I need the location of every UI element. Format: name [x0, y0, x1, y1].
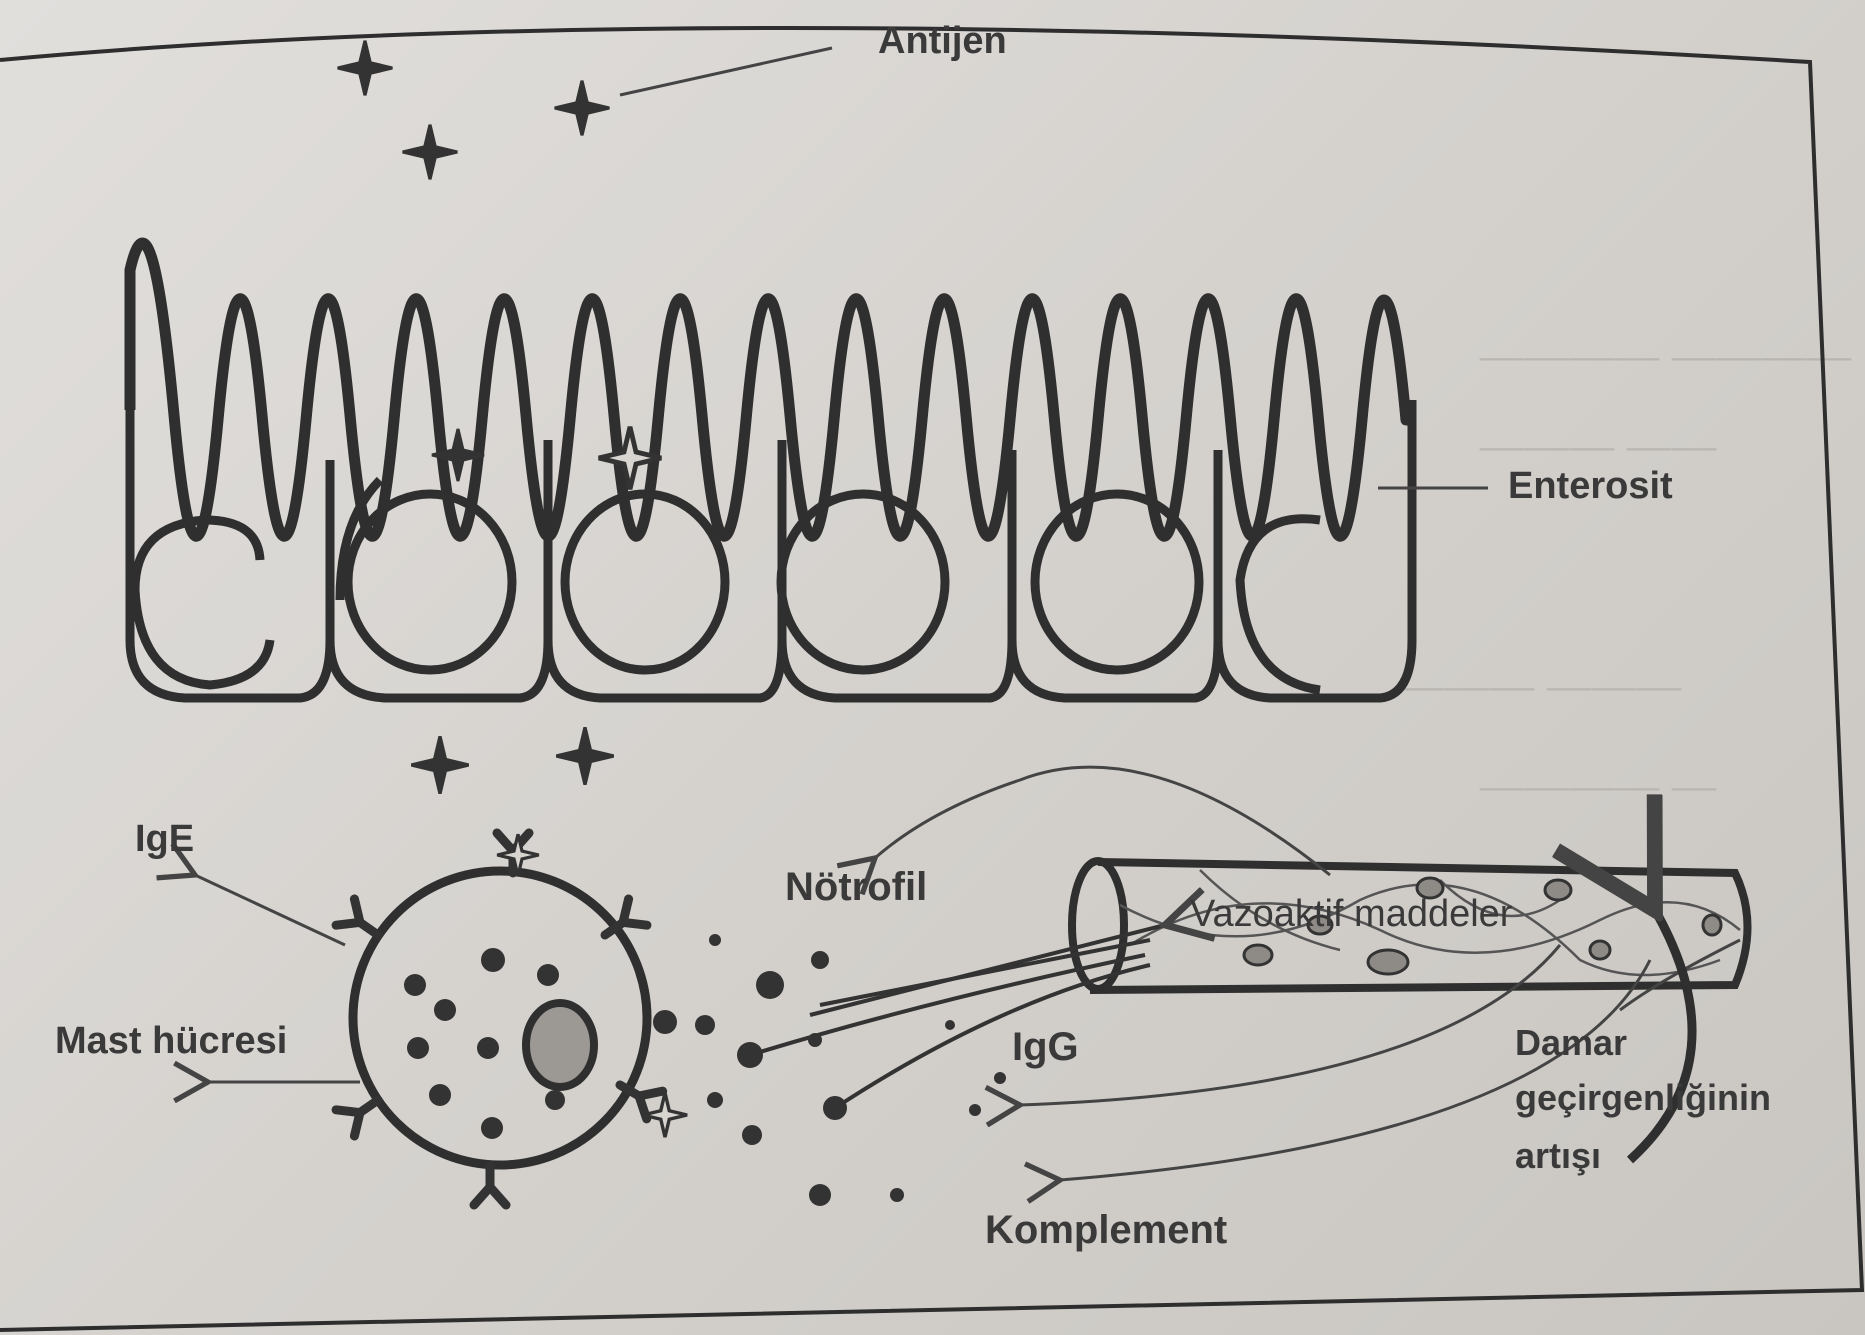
antigen-group-top: [338, 41, 610, 180]
label-notrofil: Nötrofil: [785, 865, 927, 910]
mast-cell-nucleus: [526, 1003, 594, 1087]
antijen-leader-line: [620, 48, 832, 95]
antigen-icon: [403, 125, 458, 180]
label-antijen: Antijen: [878, 20, 1007, 63]
antigen-icon: [338, 41, 393, 96]
released-granules: [653, 934, 1006, 1206]
label-mast-hucresi: Mast hücresi: [55, 1020, 287, 1063]
antigen-icon: [643, 1093, 687, 1137]
nucleus: [781, 494, 945, 670]
label-ige: IgE: [135, 818, 194, 861]
label-artisi: artışı: [1515, 1135, 1601, 1177]
nucleus: [1035, 494, 1199, 670]
antigen-icon: [411, 736, 468, 793]
nucleus: [348, 494, 512, 670]
antigen-icon: [555, 81, 610, 136]
label-komplement: Komplement: [985, 1208, 1227, 1253]
label-gecirgenliginin: geçirgenliğinin: [1515, 1077, 1771, 1119]
ige-arrow: [195, 875, 345, 945]
label-damar: Damar: [1515, 1022, 1627, 1064]
label-enterosit: Enterosit: [1508, 465, 1673, 508]
label-igg: IgG: [1012, 1025, 1079, 1070]
enterocyte-cell: [548, 440, 782, 698]
permeability-arrow: [1630, 910, 1692, 1160]
label-vazoaktif-maddeler: Vazoaktif maddeler: [1190, 893, 1512, 936]
mast-cell: [336, 833, 687, 1205]
igg-arrow: [1020, 945, 1560, 1105]
antigen-icon: [556, 727, 613, 784]
enterocyte-cell: [1012, 450, 1218, 698]
